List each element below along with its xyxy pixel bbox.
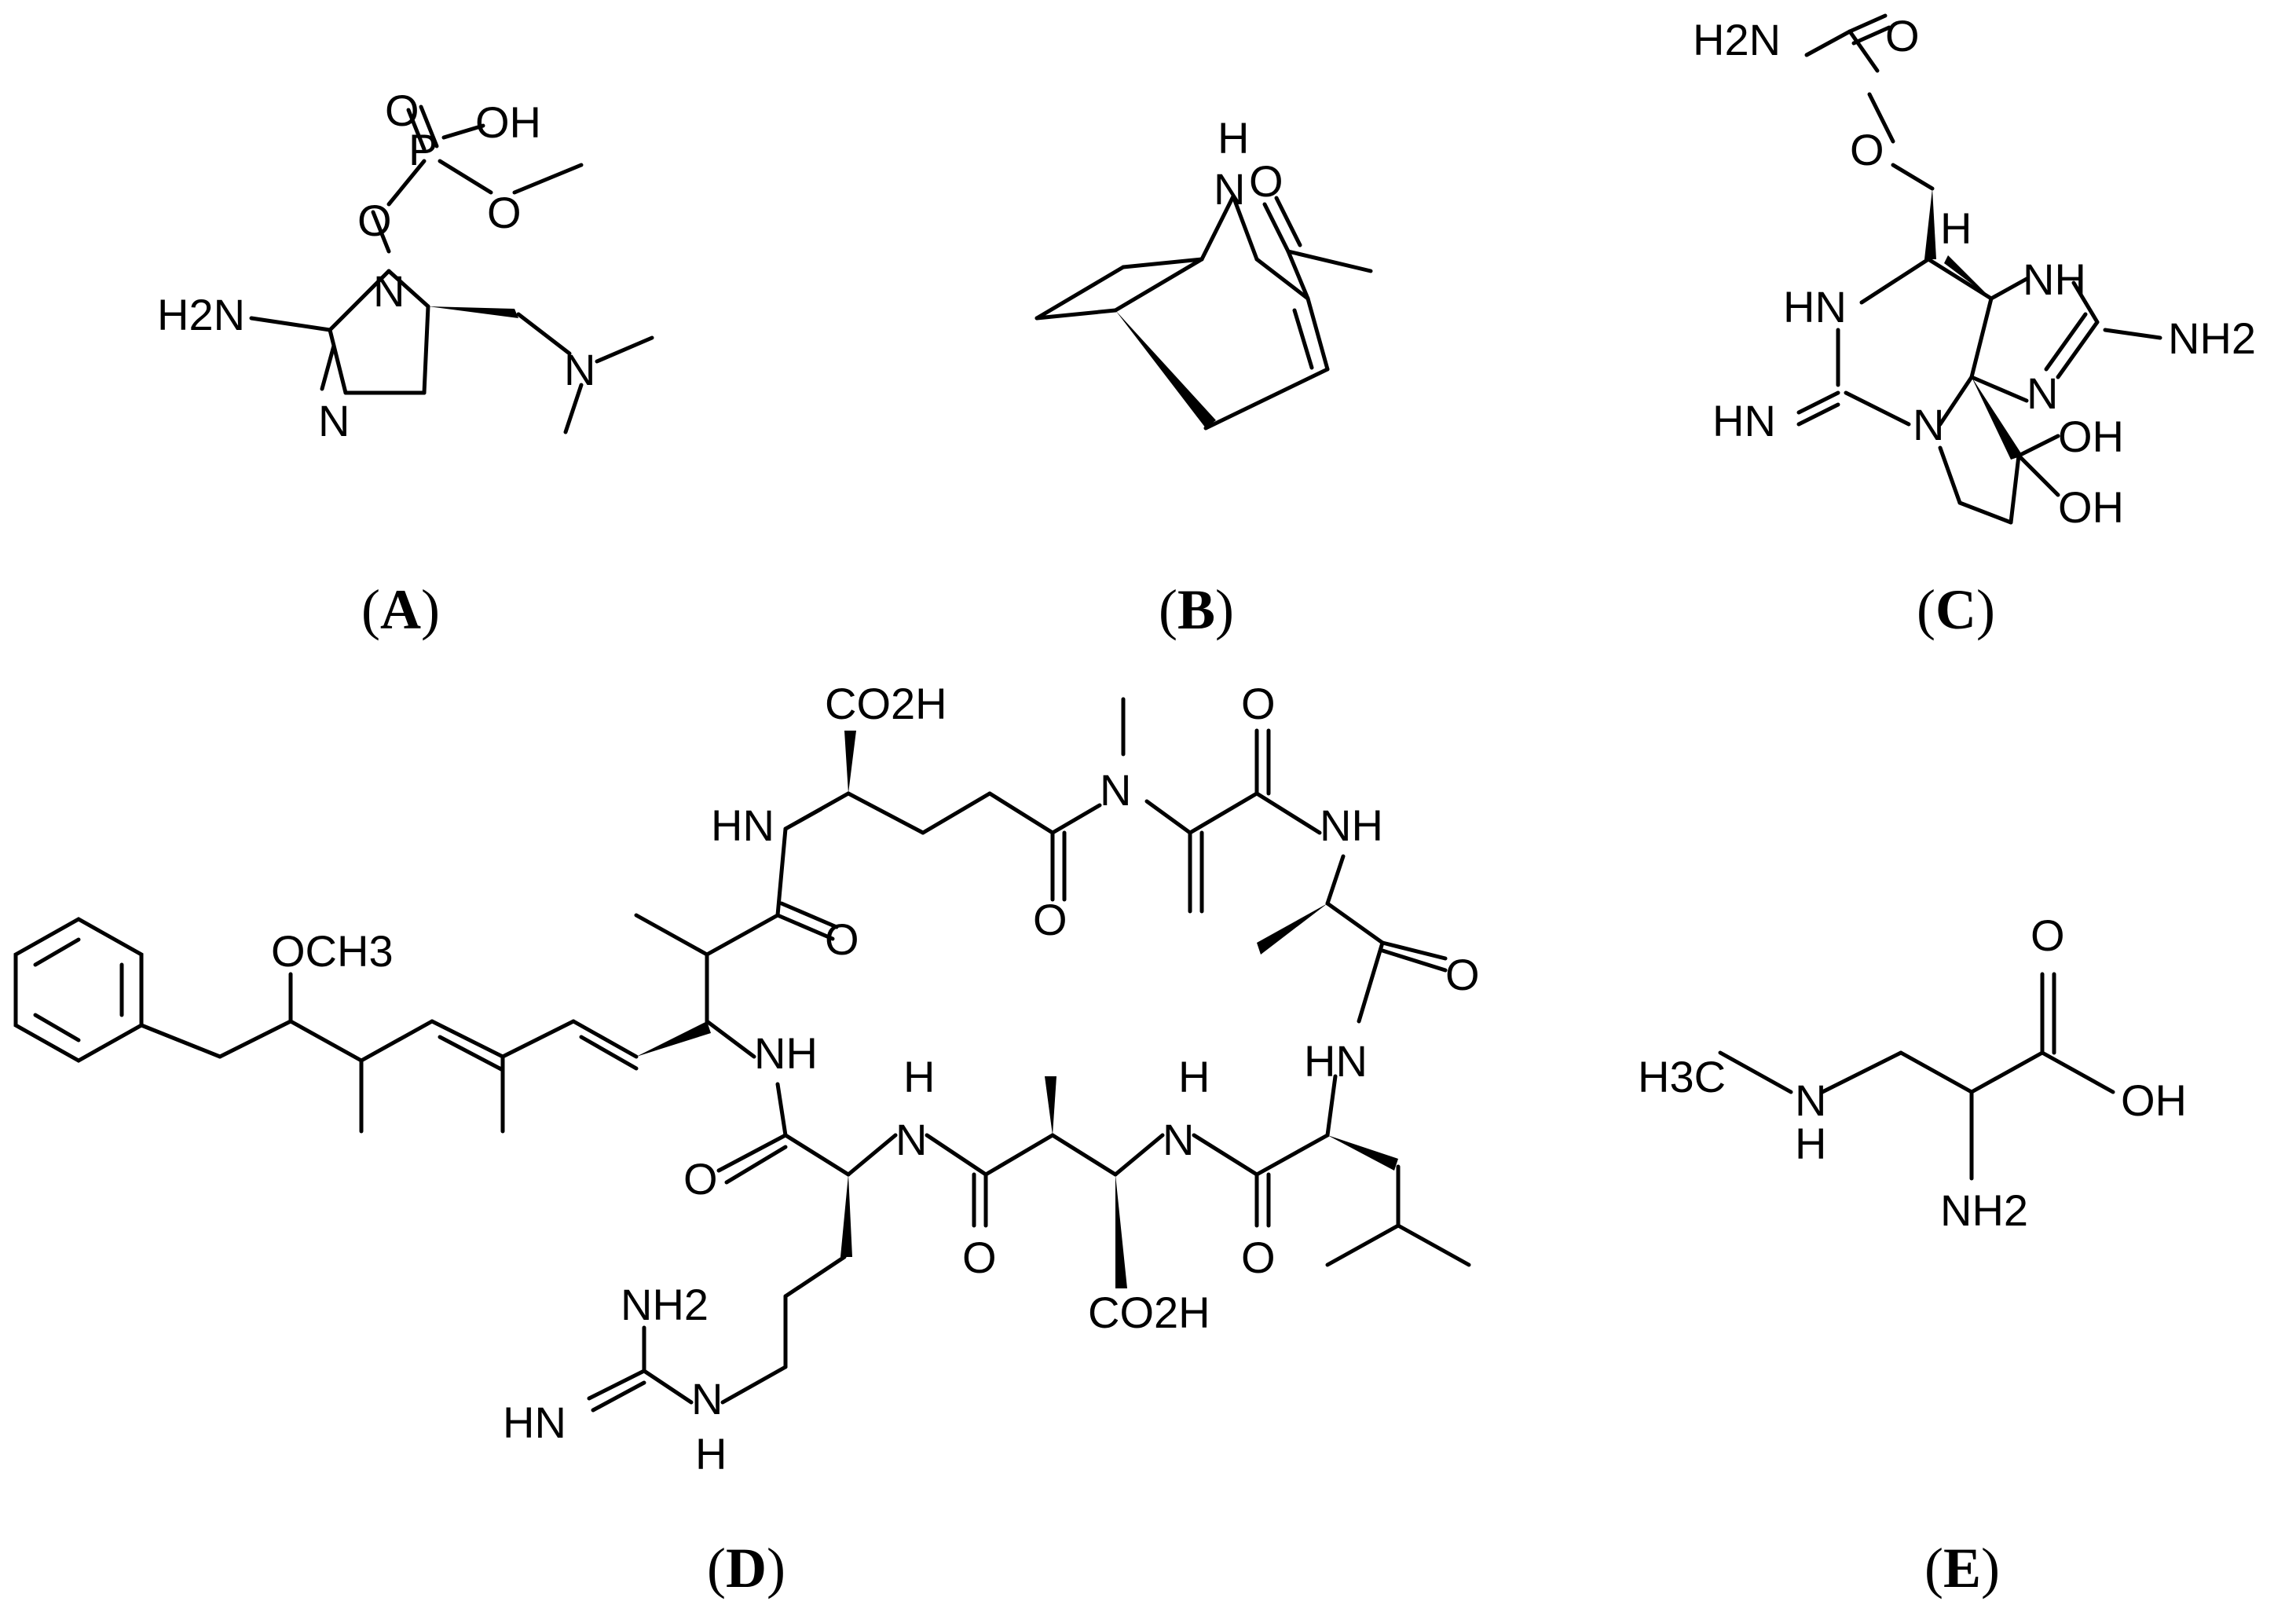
atom-label: HN [1783,282,1847,332]
panel-caption-a: (A) [361,578,440,641]
atom-label: H [1795,1119,1826,1168]
panel-caption-d: (D) [707,1537,785,1600]
atom-label: N [895,1115,927,1164]
atom-label: O [2031,911,2065,960]
atom-label: O [1033,895,1067,944]
structure-d: CO2H O HN N NH OCH3 O O O NH H H N N HN … [13,679,1480,1479]
atom-label: NH [754,1028,818,1078]
atom-label: HN [503,1398,566,1447]
structure-a: O OH P O O N H2N N N [157,86,654,445]
atom-label: N [1163,1115,1194,1164]
atom-label: N [691,1374,723,1424]
atom-label: O [385,86,419,135]
atom-label: O [357,196,392,245]
atom-label: OCH3 [271,926,394,976]
atom-label: N [318,396,350,445]
atom-label: P [408,125,438,174]
atom-label: OH [2058,482,2124,532]
atom-label: CO2H [825,679,947,728]
atom-label: O [1241,679,1276,728]
atom-label: O [683,1154,718,1204]
atom-label: NH2 [621,1280,709,1329]
panel-caption-e: (E) [1924,1537,2000,1600]
atom-label: HN [1712,396,1776,445]
structure-b: H N O [1034,113,1373,431]
atom-label: H [1218,113,1249,163]
atom-label: N [2027,368,2058,418]
atom-label: H2N [157,290,245,339]
atom-label: N [564,345,595,394]
atom-label: H [1940,203,1972,253]
atom-label: O [487,188,522,237]
atom-label: N [1795,1076,1826,1125]
atom-label: NH [1320,801,1383,850]
atom-label: O [1249,156,1283,206]
atom-label: NH2 [2168,313,2256,363]
atom-label: N [373,266,405,316]
atom-label: O [1241,1233,1276,1282]
structure-c: H2N O O H NH HN NH2 N HN N OH OH [1693,11,2256,532]
atom-label: O [825,914,859,964]
atom-label: O [1445,950,1480,999]
atom-label: HN [711,801,774,850]
atom-label: OH [2121,1076,2187,1125]
atom-label: H3C [1638,1052,1726,1101]
atom-label: N [1913,400,1944,449]
structure-e: O H3C OH N H NH2 [1638,911,2187,1235]
atom-label: HN [1304,1036,1368,1086]
panel-caption-c: (C) [1917,578,1995,641]
atom-label: NH2 [1940,1185,2028,1235]
atom-label: OH [2058,412,2124,461]
atom-label: CO2H [1088,1288,1210,1337]
atom-label: O [1850,125,1884,174]
atom-label: OH [475,97,541,147]
atom-label: N [1100,765,1131,815]
atom-label: O [962,1233,997,1282]
atom-label: N [1214,164,1245,214]
atom-label: O [1885,11,1920,60]
atom-label: NH [2023,255,2086,304]
atom-label: H [903,1052,935,1101]
atom-label: H [1178,1052,1210,1101]
panel-caption-b: (B) [1159,578,1234,641]
atom-label: H [695,1429,727,1479]
atom-label: H2N [1693,15,1781,64]
